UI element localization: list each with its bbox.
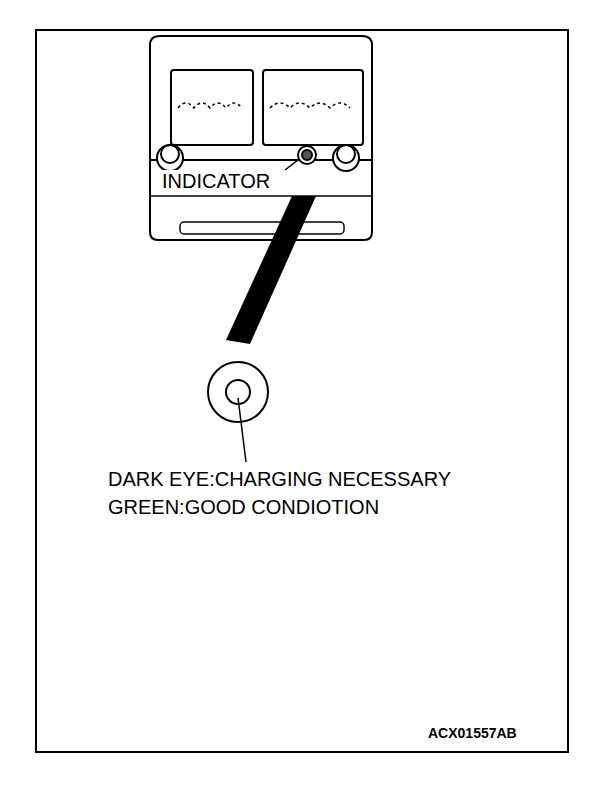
leader-line — [238, 398, 246, 462]
part-name: INDICATOR — [160, 170, 272, 192]
figure-code: ACX01557AB — [428, 726, 517, 741]
magnified-indicator — [208, 362, 268, 422]
frame — [36, 30, 568, 752]
magnify-beam — [226, 196, 316, 344]
note-text: DARK EYE:CHARGING NECESSARY — [108, 468, 451, 490]
note-text: GREEN:GOOD CONDIOTION — [108, 496, 379, 518]
battery — [150, 36, 372, 240]
